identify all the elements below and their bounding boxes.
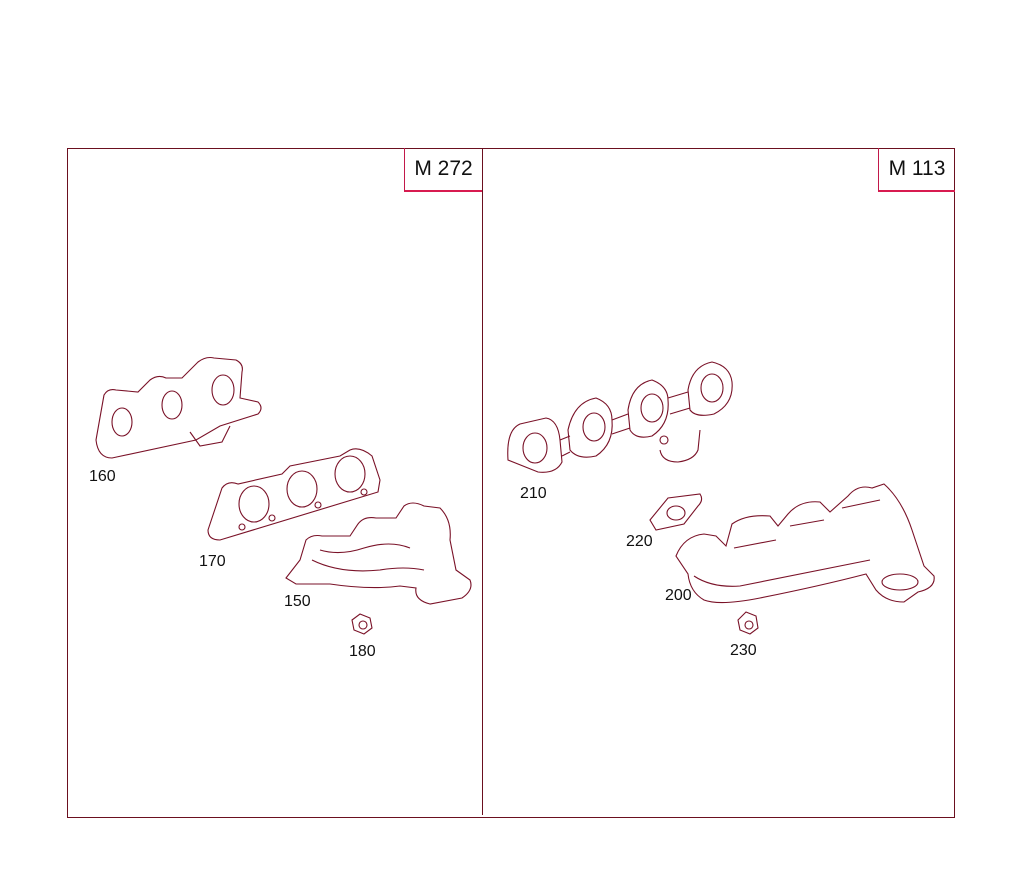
part-210-drawing[interactable] bbox=[507, 361, 733, 473]
part-230-drawing[interactable] bbox=[737, 611, 759, 635]
part-label-150[interactable]: 150 bbox=[284, 593, 311, 610]
engine-label-m272: M 272 bbox=[404, 148, 482, 192]
part-220-drawing[interactable] bbox=[649, 493, 703, 531]
part-label-160[interactable]: 160 bbox=[89, 468, 116, 485]
part-label-210[interactable]: 210 bbox=[520, 485, 547, 502]
part-label-170[interactable]: 170 bbox=[199, 553, 226, 570]
engine-label-m113: M 113 bbox=[878, 148, 955, 192]
part-160-drawing[interactable] bbox=[95, 356, 262, 459]
part-200-drawing[interactable] bbox=[675, 483, 935, 604]
part-label-220[interactable]: 220 bbox=[626, 533, 653, 550]
panel-divider bbox=[482, 148, 483, 815]
diagram-frame bbox=[67, 148, 955, 818]
part-170-drawing[interactable] bbox=[207, 448, 381, 541]
part-150-drawing[interactable] bbox=[285, 502, 472, 605]
part-label-230[interactable]: 230 bbox=[730, 642, 757, 659]
part-label-180[interactable]: 180 bbox=[349, 643, 376, 660]
part-180-drawing[interactable] bbox=[351, 613, 373, 635]
part-label-200[interactable]: 200 bbox=[665, 587, 692, 604]
